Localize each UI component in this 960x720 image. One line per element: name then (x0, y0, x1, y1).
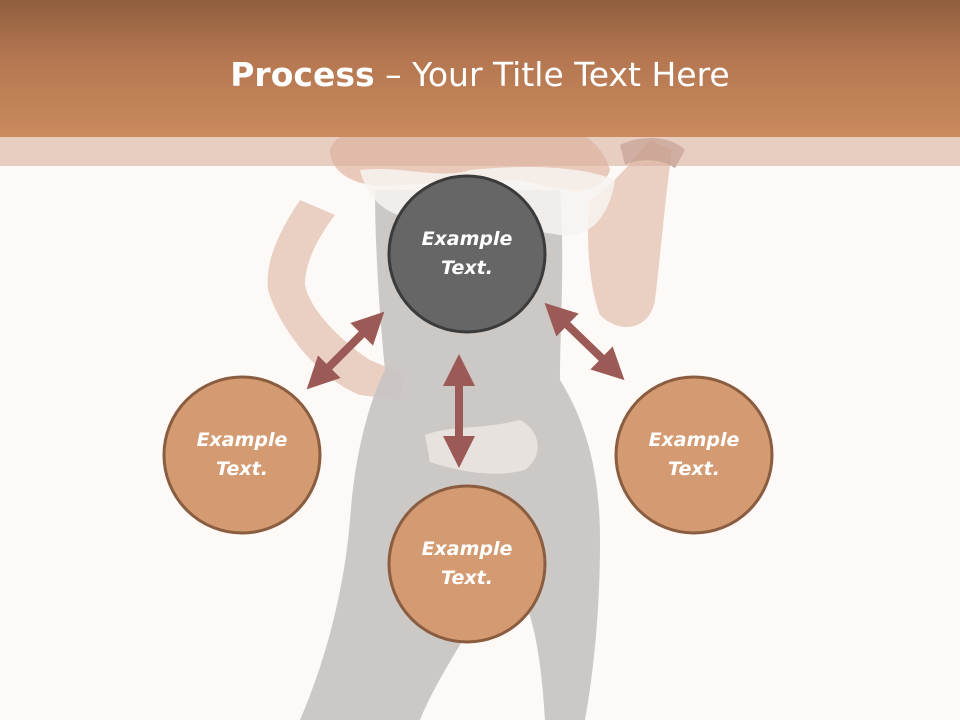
double-arrow-icon (306, 311, 385, 390)
node-center-line1: Example (421, 228, 513, 250)
node-center-line2: Text. (441, 257, 493, 279)
node-bottom-line2: Text. (441, 567, 493, 589)
node-center-label: Example Text. (392, 225, 542, 283)
node-center-circle (387, 174, 547, 334)
node-bottom-circle (387, 484, 547, 644)
node-bottom-label: Example Text. (392, 535, 542, 593)
node-right-label: Example Text. (619, 426, 769, 484)
header-strip (0, 137, 960, 166)
title-bold: Process (230, 55, 375, 94)
header-band (0, 0, 960, 137)
node-left-label: Example Text. (167, 426, 317, 484)
title-rest: Your Title Text Here (412, 55, 730, 94)
node-left-circle (162, 375, 322, 535)
slide-title: Process – Your Title Text Here (0, 50, 960, 100)
node-left-line1: Example (196, 429, 288, 451)
node-left-line2: Text. (216, 458, 268, 480)
node-right-line2: Text. (668, 458, 720, 480)
double-arrow-icon (544, 302, 625, 381)
node-bottom-line1: Example (421, 538, 513, 560)
title-separator: – (374, 55, 413, 94)
node-right-circle (614, 375, 774, 535)
node-right-line1: Example (648, 429, 740, 451)
